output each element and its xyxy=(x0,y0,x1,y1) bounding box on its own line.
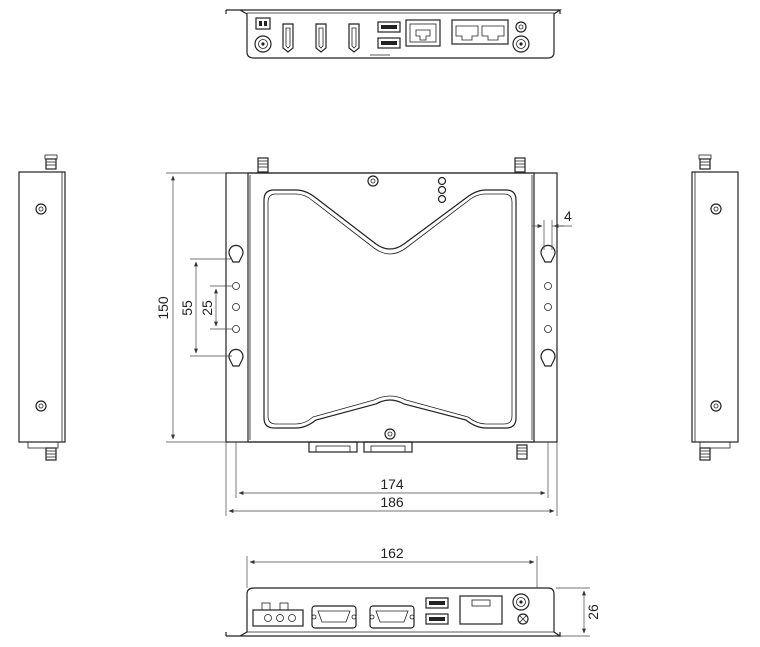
antenna-connector-icon xyxy=(44,154,58,170)
antenna-connector-icon xyxy=(512,35,530,53)
rj45-port-icon xyxy=(405,19,441,47)
front-io-view xyxy=(225,9,562,59)
antenna-connector-icon xyxy=(698,154,712,170)
ground-screw-icon xyxy=(517,613,529,625)
dimension-side-offset: 4 xyxy=(532,208,572,250)
serial-port-icon xyxy=(363,441,413,453)
dimension-width-holes: 174 xyxy=(235,442,549,498)
sim-slot-icon xyxy=(459,595,503,625)
dimension-width-holes-label: 174 xyxy=(380,476,404,492)
dc-power-jack-icon xyxy=(255,17,271,30)
dimension-width-overall-label: 186 xyxy=(380,494,404,510)
rear-io-view xyxy=(225,587,562,637)
antenna-connector-icon xyxy=(512,593,530,611)
hdmi-port-icon xyxy=(282,23,294,53)
top-view xyxy=(225,157,558,460)
dimension-bottom-height: 26 xyxy=(556,587,601,637)
audio-jack-icon xyxy=(515,21,527,33)
dimension-hole-spacing-outer-label: 55 xyxy=(179,300,195,316)
antenna-connector-icon xyxy=(254,35,272,53)
hdmi-port-icon xyxy=(315,23,327,53)
dimension-bottom-height-label: 26 xyxy=(585,604,601,620)
serial-port-icon xyxy=(311,605,357,629)
left-side-view xyxy=(18,154,66,461)
dimension-side-offset-label: 4 xyxy=(564,208,572,224)
usb-port-icon xyxy=(425,597,449,625)
hdmi-port-icon xyxy=(348,23,360,53)
antenna-connector-icon xyxy=(257,157,269,173)
usb-port-icon xyxy=(370,21,401,56)
dual-rj45-port-icon xyxy=(451,19,509,45)
antenna-connector-icon xyxy=(514,157,526,173)
dimension-height-label: 150 xyxy=(155,296,171,320)
right-side-view xyxy=(691,154,739,461)
dimension-hole-spacing-inner: 25 xyxy=(199,285,232,330)
dimension-hole-spacing-outer: 55 xyxy=(179,258,232,357)
dimension-bottom-width: 162 xyxy=(246,545,538,588)
antenna-connector-icon xyxy=(45,447,57,461)
dimension-hole-spacing-inner-label: 25 xyxy=(199,300,215,316)
antenna-connector-icon xyxy=(516,444,528,460)
serial-port-icon xyxy=(308,441,358,453)
dimension-bottom-width-label: 162 xyxy=(380,545,404,561)
antenna-connector-icon xyxy=(699,447,711,461)
terminal-block-icon xyxy=(252,602,304,627)
serial-port-icon xyxy=(369,605,415,629)
dimension-width-overall: 186 xyxy=(225,442,558,516)
dimension-height: 150 xyxy=(155,172,226,443)
